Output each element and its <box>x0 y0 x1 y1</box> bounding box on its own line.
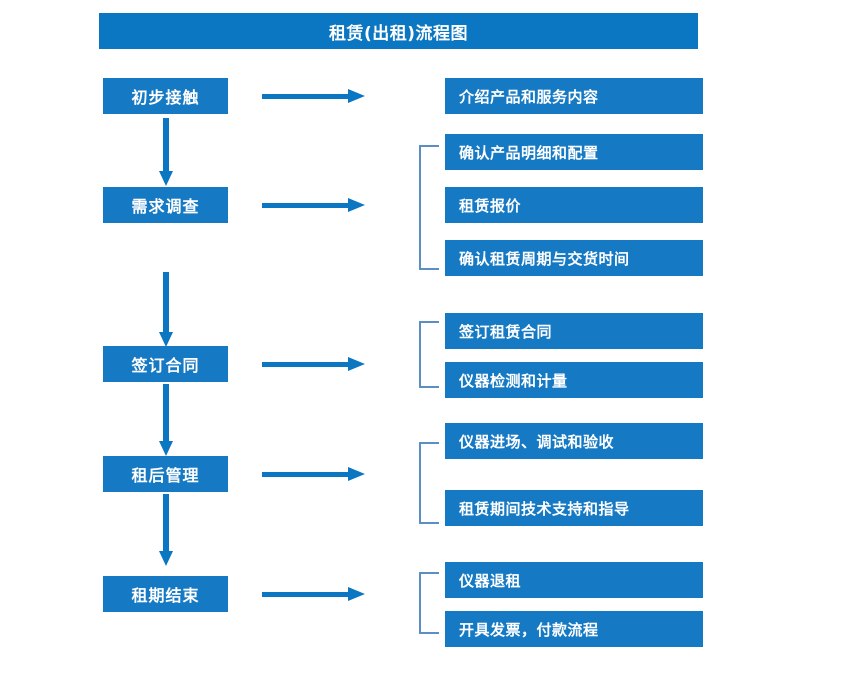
arrow-stage-3-to-stage-4 <box>159 384 173 456</box>
arrow-stage-2-to-stage-3 <box>159 272 173 347</box>
detail-box-4-2[interactable]: 租赁期间技术支持和指导 <box>445 490 703 526</box>
stage-box-1[interactable]: 初步接触 <box>103 78 228 114</box>
detail-box-2-1[interactable]: 确认产品明细和配置 <box>445 134 703 170</box>
arrow-stage-4-to-stage-5 <box>159 494 173 566</box>
arrow-shaft <box>163 272 169 332</box>
arrow-stage-2-to-details <box>262 198 365 212</box>
stage-box-4[interactable]: 租后管理 <box>103 456 228 492</box>
arrow-shaft <box>163 384 169 441</box>
stage-box-5[interactable]: 租期结束 <box>103 576 228 612</box>
arrow-shaft <box>262 362 350 367</box>
arrow-stage-1-to-details <box>262 89 365 103</box>
detail-box-3-1[interactable]: 签订租赁合同 <box>445 313 703 349</box>
arrow-stage-3-to-details <box>262 357 365 371</box>
arrow-shaft <box>262 472 350 477</box>
arrow-head <box>348 357 365 371</box>
arrow-head <box>159 441 173 456</box>
diagram-title: 租赁(出租)流程图 <box>99 13 698 49</box>
detail-box-4-1[interactable]: 仪器进场、调试和验收 <box>445 423 703 459</box>
bracket-stage-3 <box>419 321 439 388</box>
arrow-shaft <box>163 494 169 551</box>
stage-box-3[interactable]: 签订合同 <box>103 346 228 382</box>
arrow-head <box>159 332 173 347</box>
arrow-shaft <box>262 203 350 208</box>
detail-box-2-2[interactable]: 租赁报价 <box>445 187 703 223</box>
arrow-head <box>348 89 365 103</box>
arrow-head <box>348 198 365 212</box>
detail-box-3-2[interactable]: 仪器检测和计量 <box>445 362 703 398</box>
arrow-stage-1-to-stage-2 <box>159 118 173 186</box>
bracket-stage-2 <box>419 145 439 270</box>
arrow-shaft <box>163 118 169 171</box>
arrow-head <box>348 587 365 601</box>
detail-box-1-1[interactable]: 介绍产品和服务内容 <box>445 78 703 114</box>
arrow-head <box>348 467 365 481</box>
detail-box-5-1[interactable]: 仪器退租 <box>445 562 703 598</box>
bracket-stage-5 <box>419 572 439 634</box>
arrow-stage-5-to-details <box>262 587 365 601</box>
detail-box-5-2[interactable]: 开具发票，付款流程 <box>445 611 703 647</box>
arrow-head <box>159 551 173 566</box>
arrow-shaft <box>262 94 350 99</box>
arrow-stage-4-to-details <box>262 467 365 481</box>
bracket-stage-4 <box>419 442 439 524</box>
stage-box-2[interactable]: 需求调查 <box>103 187 228 223</box>
arrow-shaft <box>262 592 350 597</box>
arrow-head <box>159 171 173 186</box>
detail-box-2-3[interactable]: 确认租赁周期与交货时间 <box>445 240 703 276</box>
